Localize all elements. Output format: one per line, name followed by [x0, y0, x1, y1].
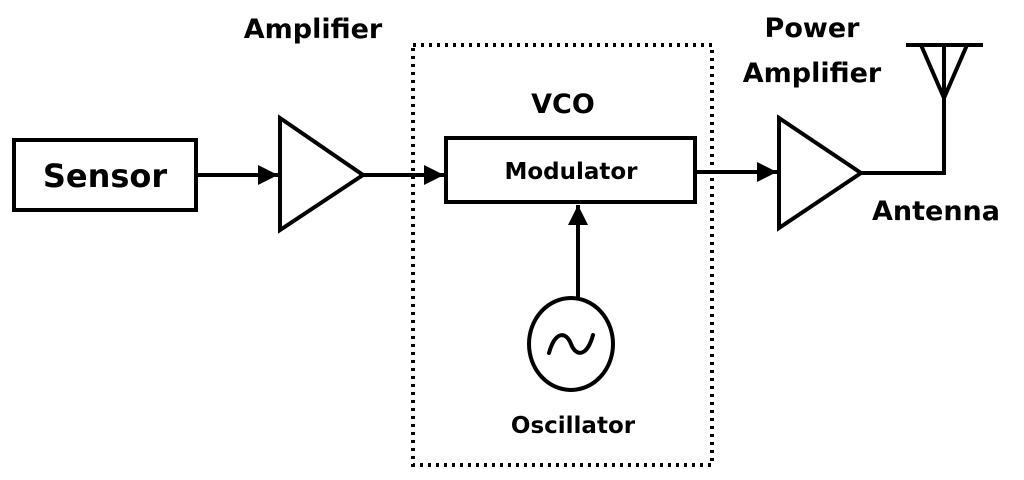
oscillator-label: Oscillator — [511, 413, 636, 439]
power-amplifier-label-line2: Amplifier — [743, 58, 882, 89]
modulator-label: Modulator — [504, 159, 638, 185]
antenna-feed-line — [861, 98, 946, 175]
sensor-label: Sensor — [43, 157, 168, 195]
power-amplifier-triangle — [777, 114, 865, 232]
antenna-label: Antenna — [872, 196, 1000, 227]
sine-wave-icon — [547, 333, 595, 355]
amplifier-triangle — [278, 114, 367, 234]
modulator-block — [444, 136, 697, 204]
antenna-icon — [906, 43, 983, 104]
oscillator-circle — [527, 296, 615, 392]
vco-label: VCO — [531, 89, 595, 120]
sensor-block — [12, 138, 198, 212]
power-amplifier-label-line1: Power — [765, 13, 861, 44]
amplifier-label: Amplifier — [244, 14, 383, 45]
